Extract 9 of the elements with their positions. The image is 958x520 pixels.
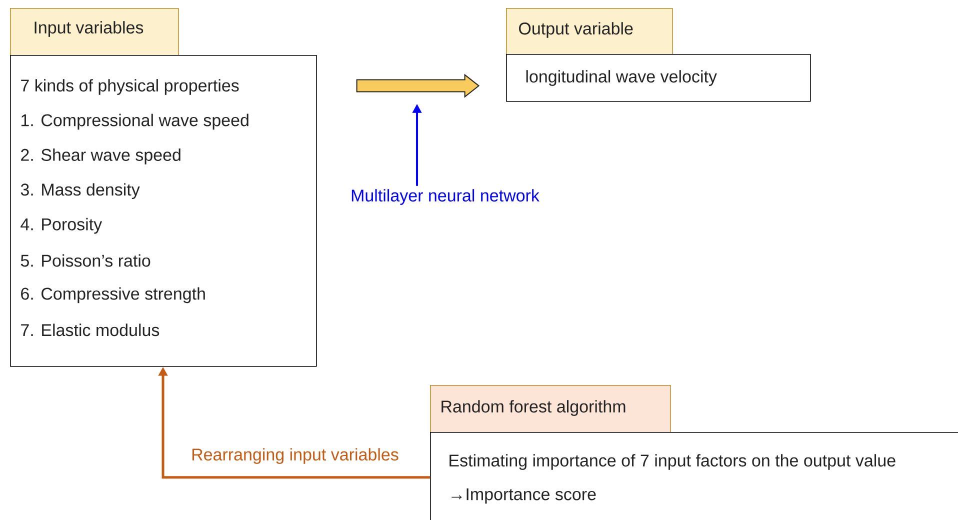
edge-label: Rearranging input variables xyxy=(190,447,400,465)
heading-tab: Random forest algorithm xyxy=(430,385,671,433)
text-box: Estimating importance of 7 input factors on the output value →Importance score xyxy=(430,432,958,520)
heading-tab: Input variables xyxy=(10,8,179,56)
output-box: longitudinal wave velocity xyxy=(506,54,811,102)
text-label: Multilayer neural network xyxy=(352,189,540,205)
heading-tab: Output variable xyxy=(506,8,673,55)
block-arrow xyxy=(356,74,480,98)
list-box: 7 kinds of physical properties 1. Compressional wave speed 2. Shear wave speed 3. Mass density 4. Porosity 5. Poisson’s ratio 6. Compressive strength 7. Elastic modulus xyxy=(10,55,317,367)
